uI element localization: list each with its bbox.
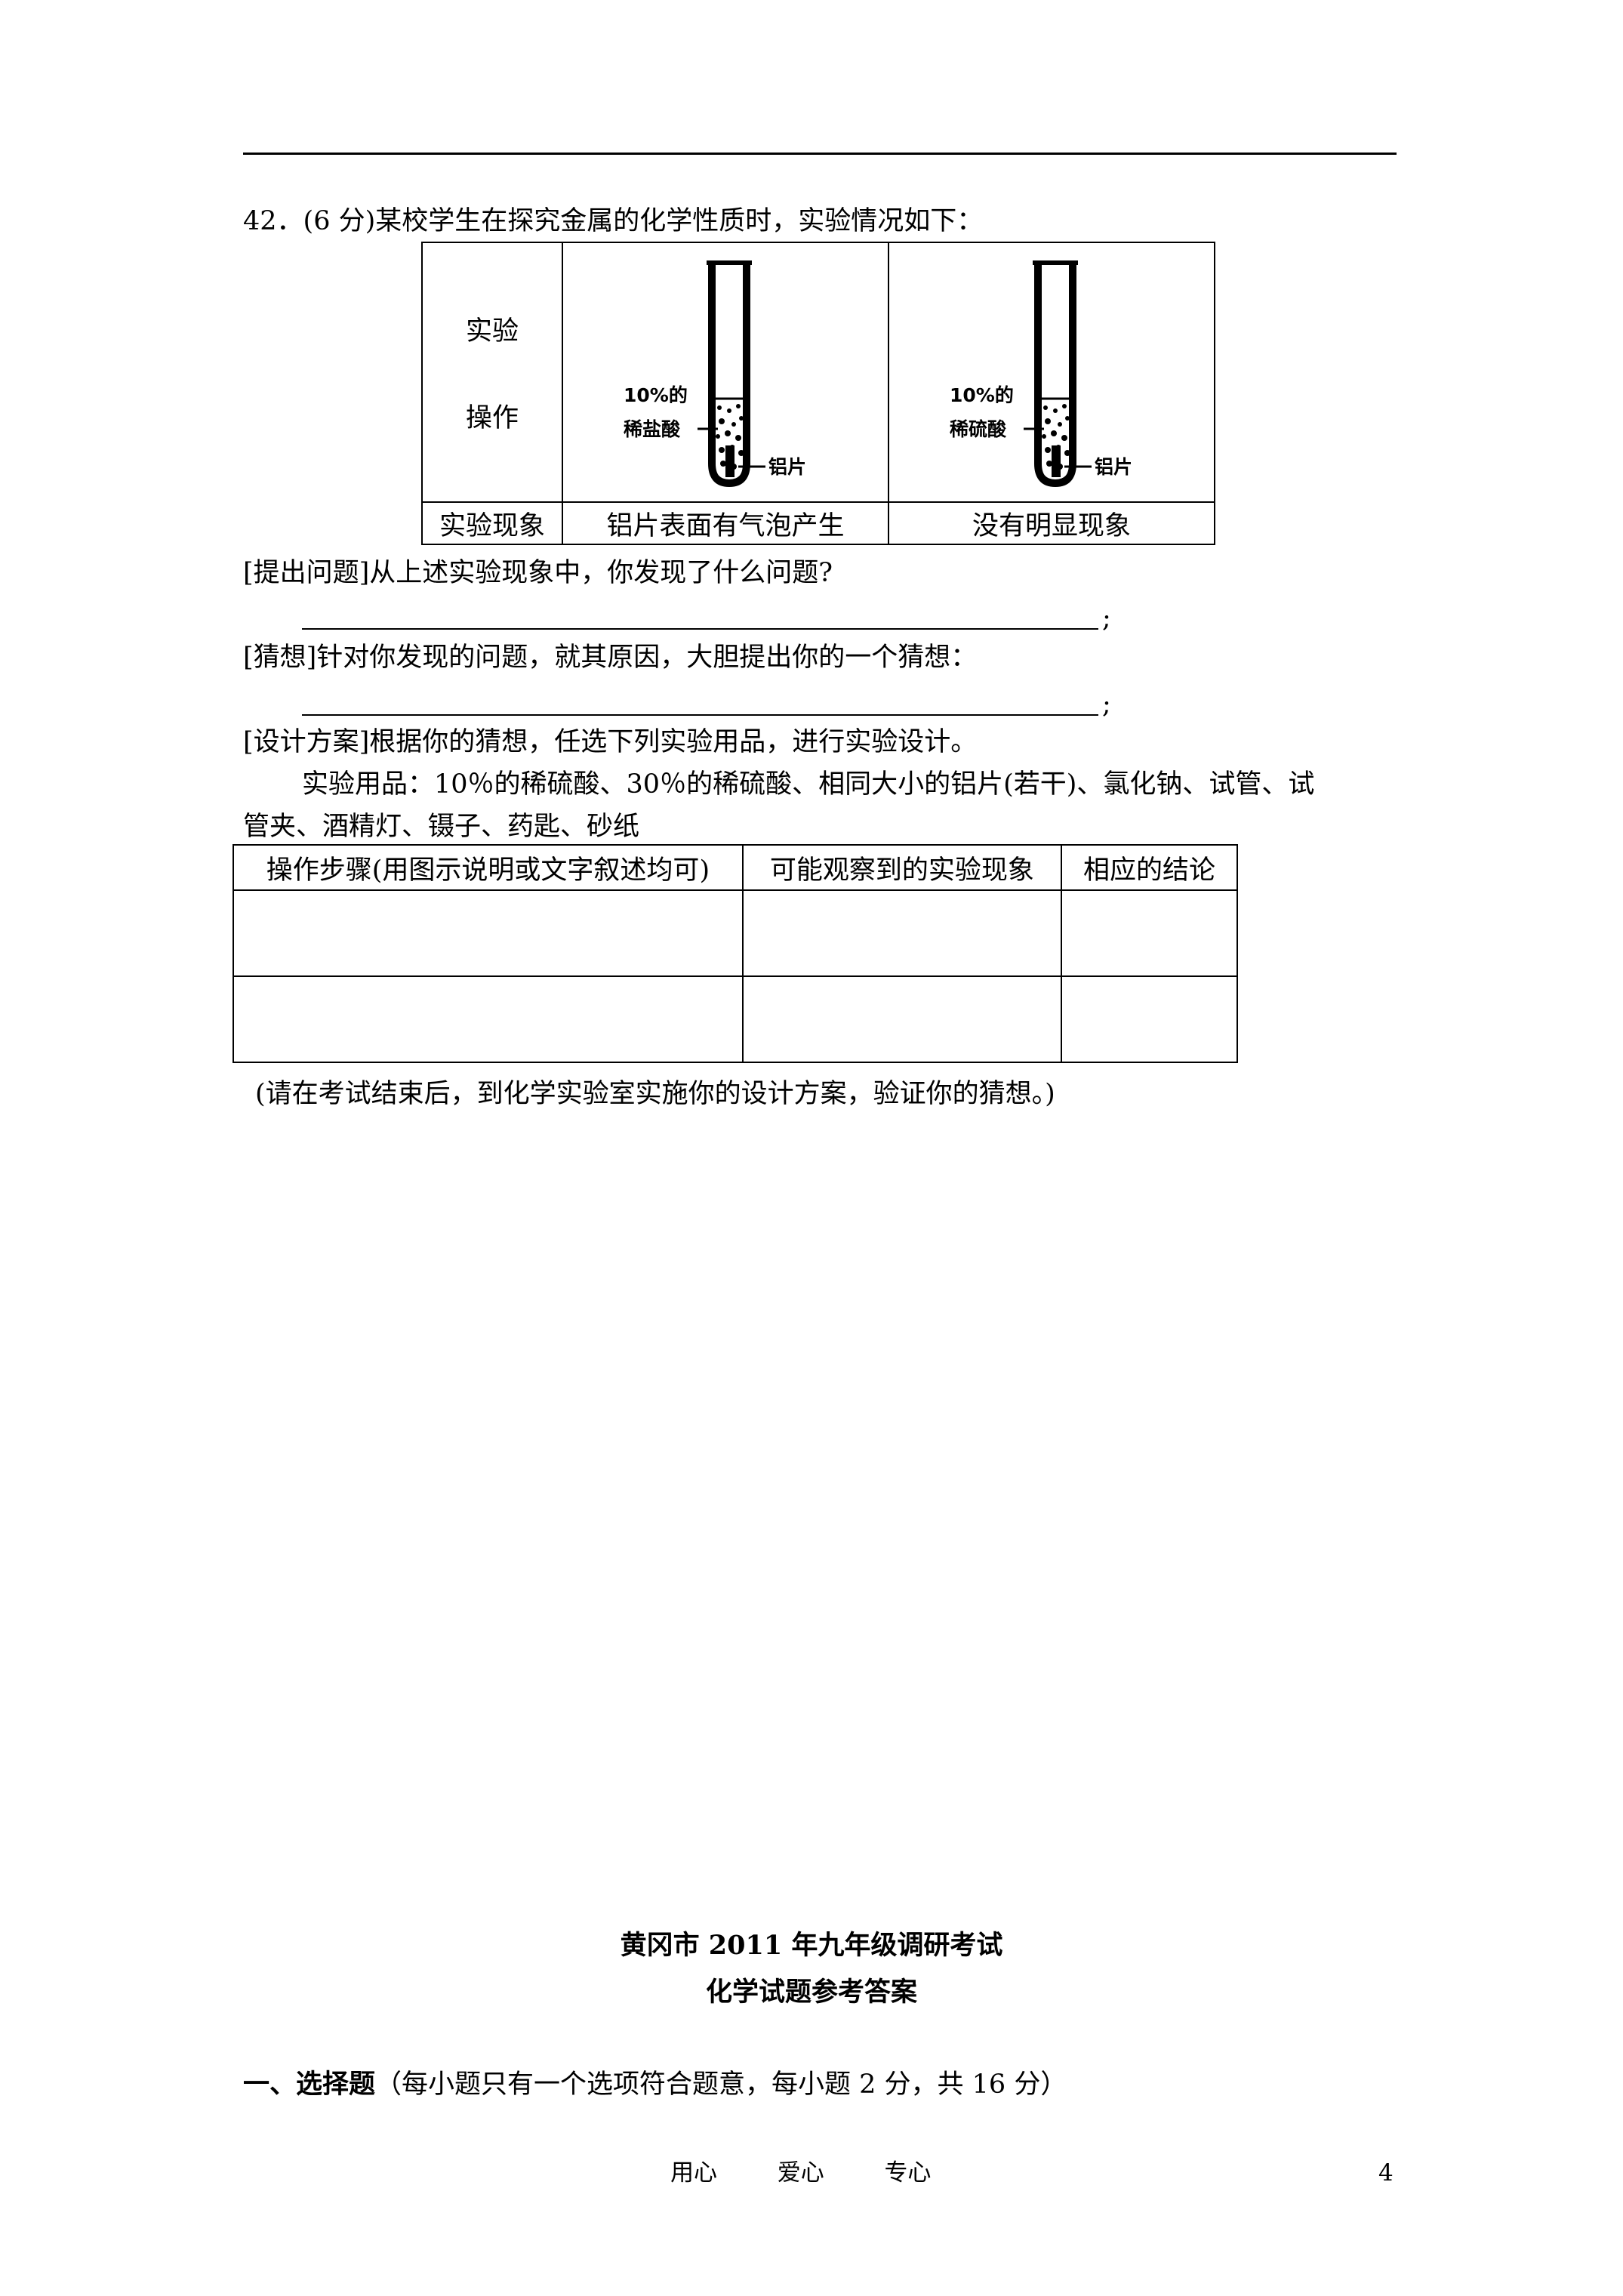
design-cell-conclusion-1[interactable]	[1060, 889, 1239, 977]
page-number: 4	[1378, 2159, 1394, 2187]
header-rule	[243, 153, 1397, 155]
tube2-acid-label-line2: 稀硫酸	[950, 418, 1007, 440]
design-table: 操作步骤(用图示说明或文字叙述均可) 可能观察到的实验现象 相应的结论	[233, 844, 1239, 1063]
design-cell-conclusion-2[interactable]	[1060, 975, 1239, 1063]
tube1-metal-label: 铝片	[768, 456, 806, 478]
question-heading: 42．(6 分)某校学生在探究金属的化学性质时，实验情况如下：	[243, 206, 984, 236]
test-tube-h2so4-illustration: 10%的 稀硫酸 铝片	[950, 260, 1132, 488]
footer-motto-3: 专心	[884, 2159, 932, 2187]
footer-motto-1: 用心	[670, 2159, 717, 2187]
materials-line-2: 管夹、酒精灯、镊子、药匙、砂纸	[243, 812, 640, 842]
semicolon-1: ;	[1102, 603, 1111, 633]
tube2-acid-label-line1: 10%的	[950, 384, 1014, 406]
footer-motto: 用心 爱心 专心	[670, 2159, 931, 2187]
exam-note: (请在考试结束后，到化学实验室实施你的设计方案，验证你的猜想。)	[255, 1079, 1055, 1109]
tube2-metal-label: 铝片	[1095, 456, 1132, 478]
tube1-acid-label-line1: 10%的	[624, 384, 688, 406]
tube-cell-2: 10%的 稀硫酸 铝片	[888, 242, 1215, 503]
operation-header-line2: 操作	[465, 403, 519, 433]
answer-subtitle: 化学试题参考答案	[705, 1977, 917, 2008]
operation-header-line1: 实验	[465, 316, 519, 347]
experiment-table: 实验 操作	[421, 242, 1215, 545]
design-cell-phenomena-1[interactable]	[741, 889, 1062, 977]
answer-blank-line-2[interactable]	[302, 714, 1098, 716]
tube-cell-1: 10%的 稀盐酸 铝片	[562, 242, 889, 503]
part1-heading-rest: （每小题只有一个选项符合题意，每小题 2 分，共 16 分）	[375, 2069, 1067, 2100]
design-cell-phenomena-2[interactable]	[741, 975, 1062, 1063]
test-tube-hcl-illustration: 10%的 稀盐酸 铝片	[624, 260, 806, 488]
answer-title: 黄冈市 2011 年九年级调研考试	[620, 1930, 1003, 1961]
answer-blank-line-1[interactable]	[302, 628, 1098, 630]
design-cell-steps-2[interactable]	[233, 975, 744, 1063]
design-header-conclusion: 相应的结论	[1060, 844, 1239, 891]
operation-header-cell: 实验 操作	[421, 242, 563, 503]
observation-h2so4: 没有明显现象	[888, 501, 1215, 545]
observation-hcl: 铝片表面有气泡产生	[562, 501, 889, 545]
observation-header: 实验现象	[421, 501, 563, 545]
part1-heading: 一、选择题（每小题只有一个选项符合题意，每小题 2 分，共 16 分）	[243, 2069, 1067, 2100]
design-cell-steps-1[interactable]	[233, 889, 744, 977]
design-prompt: [设计方案]根据你的猜想，任选下列实验用品，进行实验设计。	[243, 727, 978, 757]
design-header-steps: 操作步骤(用图示说明或文字叙述均可)	[233, 844, 744, 891]
question-prompt: [提出问题]从上述实验现象中，你发现了什么问题?	[243, 558, 833, 588]
semicolon-2: ;	[1102, 689, 1111, 720]
materials-line-1: 实验用品：10％的稀硫酸、30％的稀硫酸、相同大小的铝片(若干)、氯化钠、试管、…	[302, 769, 1315, 800]
part1-heading-bold: 一、选择题	[243, 2069, 376, 2100]
footer-motto-2: 爱心	[777, 2159, 824, 2187]
guess-prompt: [猜想]针对你发现的问题，就其原因，大胆提出你的一个猜想：	[243, 643, 978, 673]
design-header-phenomena: 可能观察到的实验现象	[741, 844, 1062, 891]
tube1-acid-label-line2: 稀盐酸	[624, 418, 681, 440]
